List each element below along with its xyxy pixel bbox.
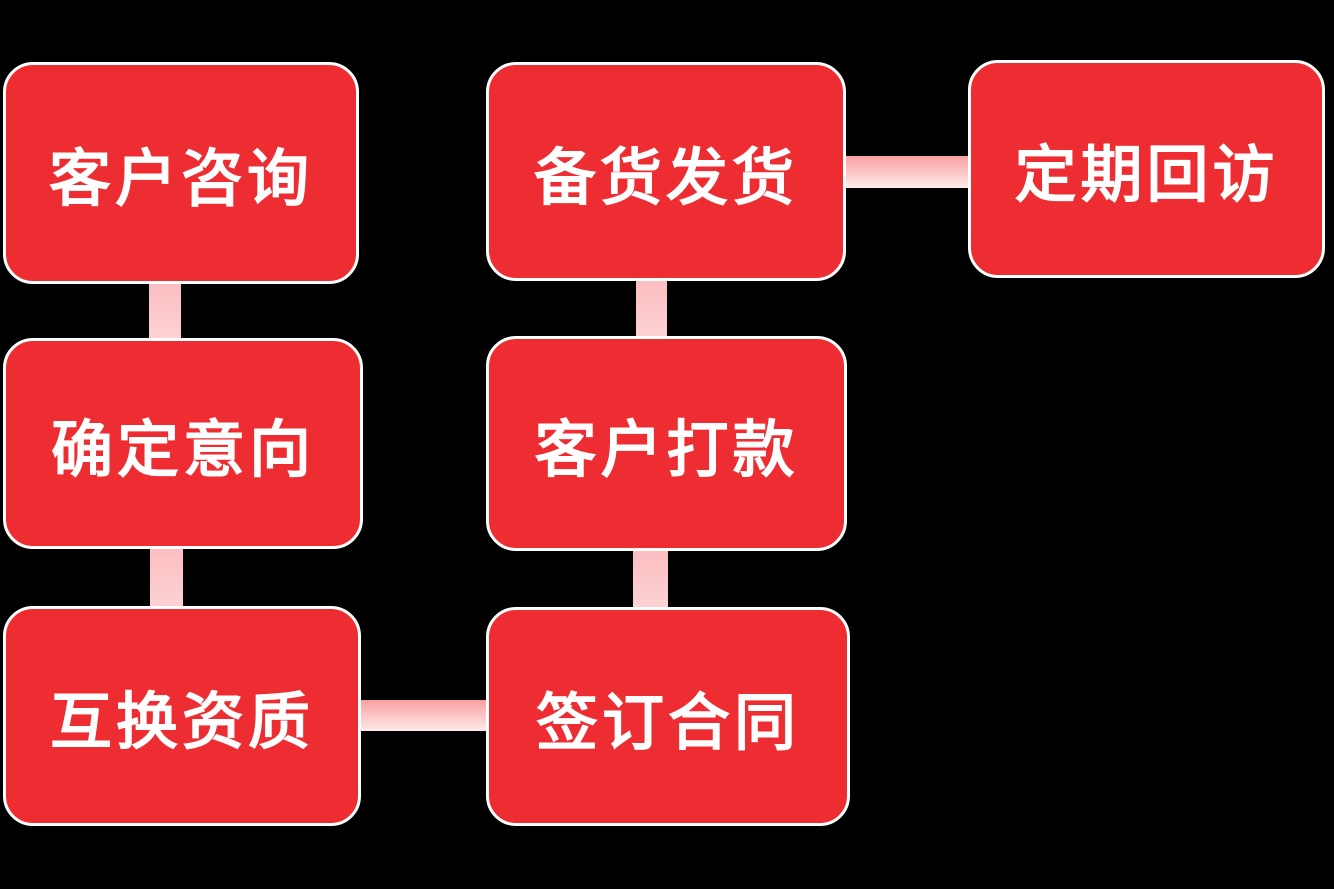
flow-node-label: 签订合同 xyxy=(535,689,800,758)
flow-node-label: 客户打款 xyxy=(534,416,799,485)
connector-exchange-qualifications-to-sign-contract xyxy=(359,700,488,731)
flow-node-label: 定期回访 xyxy=(1014,142,1279,210)
connector-customer-payment-to-stock-and-ship xyxy=(636,279,667,338)
connector-stock-and-ship-to-regular-follow-up xyxy=(844,156,970,188)
flow-node-confirm-intent: 确定意向 xyxy=(3,338,363,549)
connector-customer-inquiry-to-confirm-intent xyxy=(149,282,181,340)
flow-node-regular-follow-up: 定期回访 xyxy=(968,60,1325,278)
flow-node-customer-inquiry: 客户咨询 xyxy=(3,62,359,284)
flow-node-label: 客户咨询 xyxy=(48,146,313,214)
flow-node-label: 互换资质 xyxy=(49,689,314,757)
connector-confirm-intent-to-exchange-qualifications xyxy=(150,547,183,608)
connector-sign-contract-to-customer-payment xyxy=(633,549,668,609)
flow-node-label: 备货发货 xyxy=(533,144,798,213)
flow-node-label: 确定意向 xyxy=(50,416,315,485)
flow-node-exchange-qualifications: 互换资质 xyxy=(3,606,361,826)
flow-node-customer-payment: 客户打款 xyxy=(486,336,847,551)
flow-node-sign-contract: 签订合同 xyxy=(486,607,850,826)
flow-node-stock-and-ship: 备货发货 xyxy=(486,62,846,281)
